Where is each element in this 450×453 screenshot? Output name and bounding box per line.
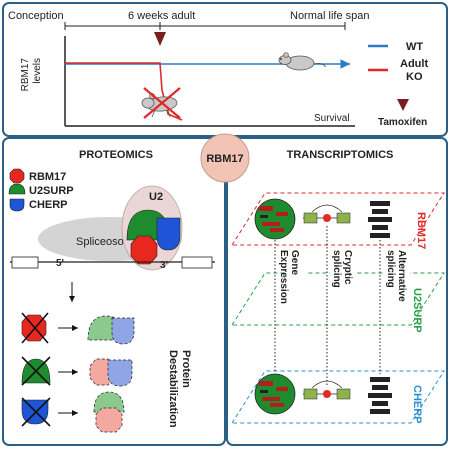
destab-row-rbm17-ko [21,312,135,345]
plane-u2surp [231,272,445,326]
destab-row-cherp-ko [21,391,125,433]
legend-cherp-label: CHERP [29,199,68,211]
plane-rbm17 [231,192,445,246]
legend-rbm17-icon [9,168,25,184]
arrow-label-gene-line1: Gene [289,250,300,275]
plane-cherp-label: CHERP [411,385,423,424]
arrow-label-alternative-line2: splicing [385,250,396,288]
cryptic-splicing-cherp-icon [303,380,351,400]
y-axis-label-line2: levels [32,58,43,84]
center-badge-label: RBM17 [206,153,243,165]
label-normal-span: Normal life span [290,10,369,22]
arrow-label-cryptic-line1: Cryptic [342,250,353,285]
heatmap-rbm17-icon [254,198,296,240]
label-six-weeks: 6 weeks adult [128,10,195,22]
label-bg-cryptic [330,248,356,306]
alternative-splicing-rbm17-icon [368,201,392,238]
ko-line [65,62,183,121]
plane-cherp [231,370,445,424]
exon-2 [181,256,213,269]
label-conception: Conception [8,10,64,22]
x-axis-label: Survival [314,113,350,124]
label-bg-alternative [384,248,410,316]
exon-1 [11,256,39,269]
u2-label: U2 [149,191,163,203]
center-badge [200,133,250,183]
five-prime-label: 5' [56,258,64,269]
legend-tamoxifen-icon [397,99,409,111]
legend-u2surp-icon [8,183,26,195]
destab-label-line2: Destabilization [167,350,179,428]
legend-rbm17-label: RBM17 [29,171,66,183]
plane-rbm17-label: RBM17 [415,212,427,249]
cryptic-splicing-rbm17-icon [303,204,351,224]
y-axis-label-line1: RBM17 [20,58,31,92]
plane-u2surp-label: U2SURP [411,288,423,333]
arrow-label-gene-line2: Expression [278,250,289,304]
destab-row-u2surp-ko [21,356,133,387]
legend-ko-label-line2: KO [406,71,423,83]
arrow-label-alternative-line1: Alternative [396,250,407,302]
tamoxifen-marker-icon [154,32,166,46]
three-prime-label: 3' [160,260,168,271]
label-bg-gene [284,248,308,310]
heatmap-cherp-icon [254,373,296,415]
rbm17-protein [130,235,158,265]
legend-u2surp-label: U2SURP [29,185,74,197]
legend-tamoxifen-label: Tamoxifen [378,117,427,128]
proteomics-title: PROTEOMICS [79,149,153,161]
legend-ko-label-line1: Adult [400,58,428,70]
destab-label-line1: Protein [180,350,192,388]
mouse-healthy-icon [278,52,327,71]
cherp-protein [156,217,181,251]
arrow-label-cryptic-line2: splicing [331,250,342,288]
legend-cherp-icon [9,198,25,212]
transcriptomics-title: TRANSCRIPTOMICS [287,149,394,161]
alternative-splicing-cherp-icon [368,377,392,414]
legend-wt-label: WT [406,41,423,53]
